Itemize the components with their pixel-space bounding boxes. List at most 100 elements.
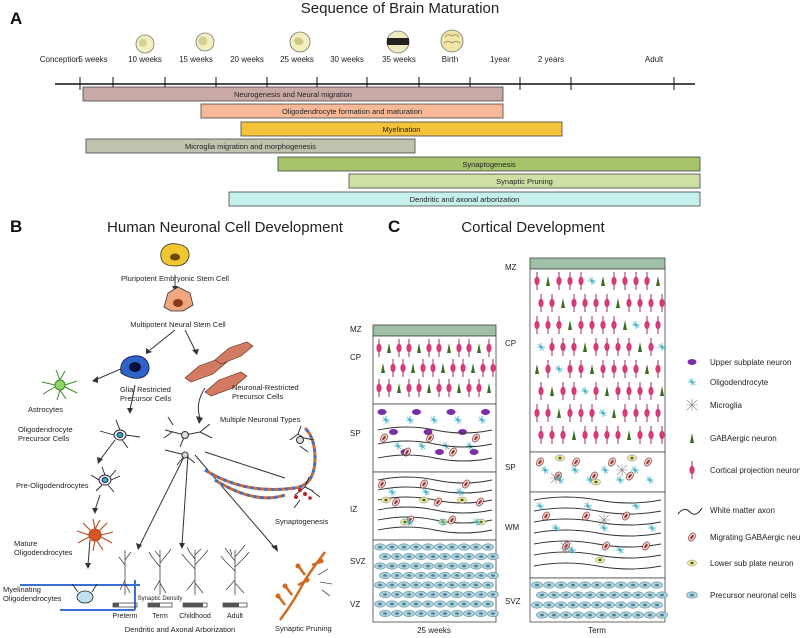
process-bar-label: Dendritic and axonal arborization — [410, 195, 520, 204]
precursor-neuronal-cell — [446, 543, 458, 551]
precursor-neuronal-cell — [463, 590, 475, 598]
white-matter-axon — [377, 496, 493, 504]
gabaergic-neuron — [471, 363, 475, 373]
cortical-projection-neuron — [549, 294, 555, 312]
cortical-projection-neuron — [648, 294, 654, 312]
precursor-neuronal-cell — [434, 562, 446, 570]
layer-labels-25-weeks: MZ CP SP IZ SVZ VZ — [350, 325, 366, 609]
cortical-projection-neuron — [633, 272, 639, 290]
precursor-neuronal-cell — [386, 562, 398, 570]
cortical-projection-neuron — [549, 426, 555, 444]
upper-subplate-neuron — [435, 449, 444, 455]
cortical-projection-neuron — [578, 404, 584, 422]
precursor-neuronal-cell — [603, 601, 615, 609]
cortical-projection-neuron — [490, 359, 496, 377]
precursor-neuronal-cell — [458, 543, 470, 551]
oligodendrocyte — [406, 416, 414, 424]
cortical-projection-neuron — [534, 316, 540, 334]
cortical-projection-neuron — [626, 382, 632, 400]
timeline-tick-label: 2 years — [538, 55, 564, 64]
precursor-neuronal-cell — [439, 609, 451, 617]
white-matter-axon — [377, 454, 493, 462]
layer-label-term-wm: WM — [505, 523, 520, 532]
precursor-neuronal-cell — [415, 609, 427, 617]
timeline-tick-label: 25 weeks — [280, 55, 314, 64]
precursor-neuronal-cell-icon — [686, 591, 698, 599]
layer-label-cp: CP — [350, 353, 361, 362]
cortical-projection-neuron — [476, 379, 482, 397]
microglia-icon — [686, 399, 698, 411]
gabaergic-neuron — [656, 276, 660, 286]
precursor-neuronal-cell — [470, 543, 482, 551]
precursor-neuronal-cell — [572, 611, 584, 619]
white-matter-axon — [533, 529, 662, 537]
oligodendrocyte — [439, 518, 447, 526]
fetal-head-icon — [386, 30, 410, 54]
cortical-projection-neuron — [589, 404, 595, 422]
newborn-head-icon — [440, 29, 464, 53]
oligodendrocyte — [418, 442, 426, 450]
precursor-neuronal-cell — [463, 609, 475, 617]
legend-label: Upper subplate neuron — [710, 358, 791, 367]
legend-item: Migrating GABAergic neuron — [688, 532, 800, 542]
microglia — [686, 399, 698, 411]
white-matter-axon — [533, 507, 662, 515]
precursor-neuronal-cell — [439, 571, 451, 579]
process-bar-label: Synaptogenesis — [462, 160, 516, 169]
precursor-neuronal-cell — [446, 581, 458, 589]
cortical-projection-neuron — [659, 426, 665, 444]
label-neuronal-line2: Precursor Cells — [232, 392, 284, 401]
precursor-neuronal-cell — [451, 590, 463, 598]
precursor-neuronal-cell — [422, 581, 434, 589]
precursor-neuronal-cell — [374, 581, 386, 589]
cortical-projection-neuron — [466, 339, 472, 357]
cortical-projection-neuron — [644, 316, 650, 334]
glial-restricted-precursor-icon — [120, 355, 150, 379]
cp-band-term — [529, 268, 666, 453]
precursor-neuronal-cell — [531, 601, 543, 609]
layer-label-svz: SVZ — [350, 557, 366, 566]
cortical-projection-neuron — [604, 294, 610, 312]
precursor-neuronal-cell — [446, 562, 458, 570]
stage-label: Preterm — [113, 613, 138, 620]
legend-label: Cortical projection neuron — [710, 466, 800, 475]
legend-label: White matter axon — [710, 506, 775, 515]
cortical-projection-neuron — [593, 294, 599, 312]
oligodendrocyte — [616, 476, 624, 484]
precursor-neuronal-cell — [398, 600, 410, 608]
cortical-projection-neuron — [556, 316, 562, 334]
white-matter-axon — [377, 426, 493, 434]
upper-subplate-neuron — [481, 409, 490, 415]
gabaergic-neuron — [590, 364, 594, 374]
migrating-gabaergic-neuron — [380, 433, 388, 443]
cortical-projection-neuron — [571, 338, 577, 356]
arrowheads — [85, 286, 278, 569]
label-opc: Oligodendrocyte Precursor Cells — [18, 425, 75, 443]
label-glial: Glial Restricted Precursor Cells — [120, 385, 173, 403]
gabaergic-neuron — [638, 342, 642, 352]
precursor-neuronal-cell — [567, 601, 579, 609]
label-neuronal: Neuronal-Restricted Precursor Cells — [232, 383, 301, 401]
precursor-neuronal-cell — [470, 562, 482, 570]
cortical-projection-neuron — [648, 338, 654, 356]
timeline-tick-label: 35 weeks — [382, 55, 416, 64]
cortical-projection-neuron — [560, 426, 566, 444]
white-matter-axon — [377, 476, 493, 484]
cortical-projection-neuron — [604, 426, 610, 444]
migrating-gabaergic-neuron — [476, 497, 484, 507]
stage-label: Term — [152, 613, 168, 620]
mature-oligodendrocyte-icon — [76, 518, 114, 552]
label-multipotent: Multipotent Neural Stem Cell — [130, 320, 226, 329]
legend-item: Lower sub plate neuron — [687, 559, 794, 568]
oligodendrocyte — [537, 343, 545, 351]
precursor-neuronal-cell — [403, 609, 415, 617]
cortical-projection-neuron — [545, 360, 551, 378]
precursor-neuronal-cell — [579, 601, 591, 609]
label-astrocytes: Astrocytes — [28, 405, 63, 414]
precursor-neuronal-cell — [482, 543, 494, 551]
precursor-neuronal-cell — [579, 581, 591, 589]
cortical-projection-neuron — [446, 379, 452, 397]
oligodendrocyte — [454, 416, 462, 424]
precursor-neuronal-cell — [391, 552, 403, 560]
